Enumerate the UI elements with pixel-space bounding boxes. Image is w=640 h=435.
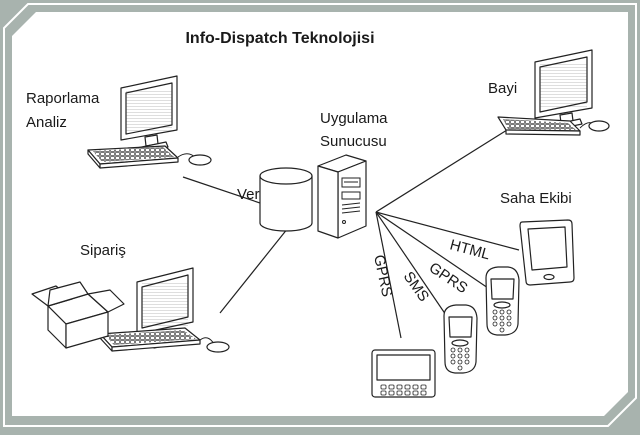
computer-raporlama-icon [87, 75, 212, 169]
connections [182, 129, 520, 339]
line-hub-to-bayi [375, 129, 508, 213]
label-bayi: Bayi [488, 80, 517, 97]
label-sunucusu: Sunucusu [320, 133, 387, 150]
computer-bayi-icon [497, 49, 610, 136]
line-hub-to-pda [375, 211, 520, 251]
line-hub-to-phone-2 [375, 211, 449, 319]
line-siparis-to-db [219, 227, 289, 314]
mobile-phone-icon-2 [443, 304, 478, 374]
line-hub-to-phone-1 [375, 211, 489, 289]
computer-siparis-icon [99, 267, 230, 353]
label-raporlama: Raporlama [26, 90, 100, 107]
server-icon [317, 154, 367, 239]
label-siparis: Sipariş [80, 242, 126, 259]
diagram-title: Info-Dispatch Teknolojisi [185, 30, 374, 47]
label-saha-ekibi: Saha Ekibi [500, 190, 572, 207]
mobile-phone-icon-1 [485, 266, 520, 336]
database-icon [259, 167, 313, 232]
field-terminal-icon [371, 349, 436, 398]
node-labels: Raporlama Analiz Uygulama Sunucusu Verit… [26, 80, 572, 259]
pda-icon [519, 219, 575, 286]
label-analiz: Analiz [26, 114, 67, 131]
line-hub-to-terminal [375, 211, 402, 339]
line-rapor-to-db [182, 176, 267, 206]
label-uygulama: Uygulama [320, 110, 388, 127]
open-box-icon [31, 281, 125, 349]
